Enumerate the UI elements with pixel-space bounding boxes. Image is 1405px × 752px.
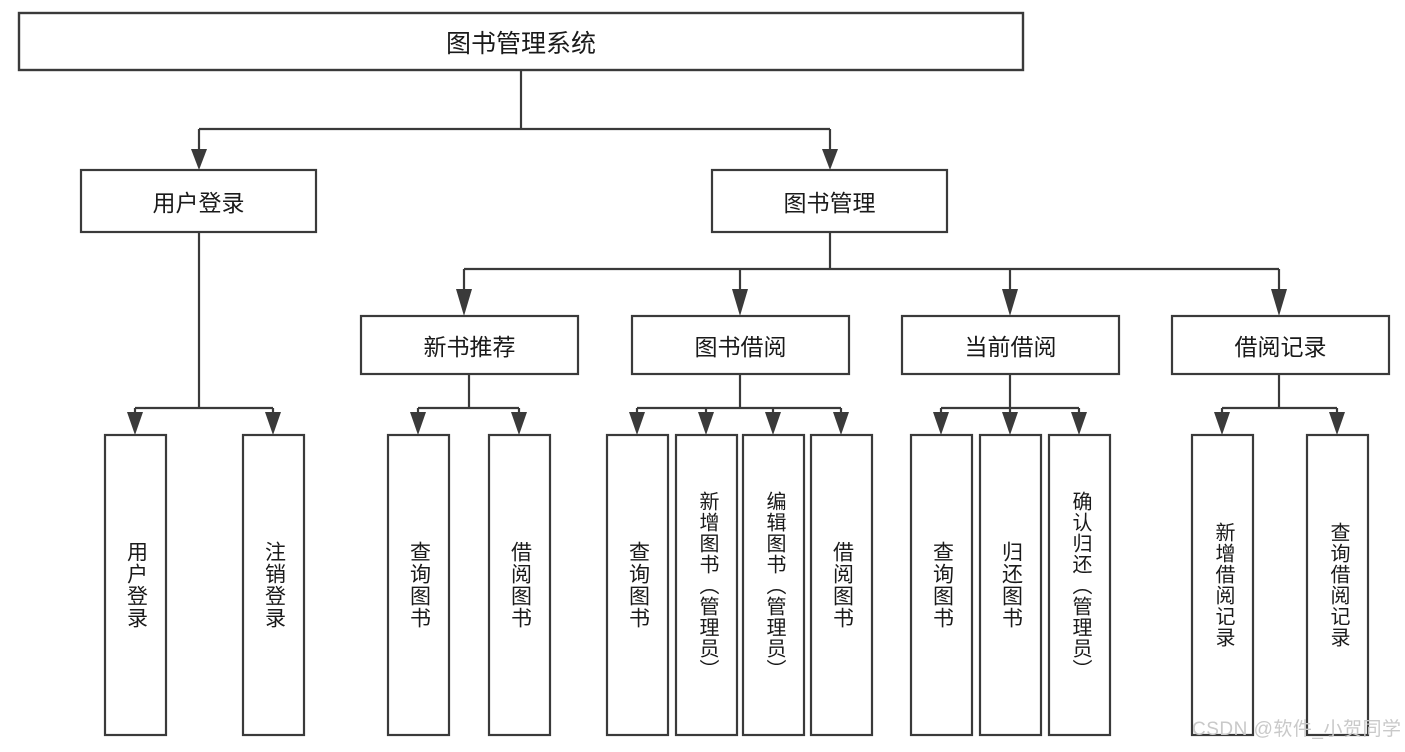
arrowhead-bb-borrow-book xyxy=(833,412,849,435)
node-book-management[interactable] xyxy=(710,168,949,234)
arrowhead-nb-query-book xyxy=(410,412,426,435)
leaf-bb-add-book[interactable] xyxy=(674,433,739,737)
leaf-bb-query-book[interactable] xyxy=(605,433,670,737)
arrowhead-cb-confirm-return xyxy=(1071,412,1087,435)
leaf-nb-query-book[interactable] xyxy=(386,433,451,737)
arrowhead-book-management xyxy=(822,149,838,170)
csdn-watermark: CSDN @软件_小贺同学 xyxy=(1192,719,1402,740)
leaf-nb-borrow-book[interactable] xyxy=(487,433,552,737)
arrowhead-bb-query-book xyxy=(629,412,645,435)
arrowhead-current-borrow xyxy=(1002,289,1018,316)
leaf-bb-borrow-book[interactable] xyxy=(809,433,874,737)
leaf-user-login[interactable] xyxy=(103,433,168,737)
leaf-cb-return-book[interactable] xyxy=(978,433,1043,737)
node-borrow-records[interactable] xyxy=(1170,314,1391,376)
arrowhead-book-borrow xyxy=(732,289,748,316)
arrowhead-cb-query-book xyxy=(933,412,949,435)
arrowhead-bb-edit-book xyxy=(765,412,781,435)
leaf-cb-query-book[interactable] xyxy=(909,433,974,737)
arrowhead-user-login xyxy=(191,149,207,170)
arrowhead-cb-return-book xyxy=(1002,412,1018,435)
arrowhead-leaf-user-login xyxy=(127,412,143,435)
arrowhead-new-book-recommend xyxy=(456,289,472,316)
arrowhead-nb-borrow-book xyxy=(511,412,527,435)
leaf-cb-confirm-return[interactable] xyxy=(1047,433,1112,737)
leaf-bb-edit-book[interactable] xyxy=(741,433,806,737)
leaf-logout[interactable] xyxy=(241,433,306,737)
arrowhead-borrow-records xyxy=(1271,289,1287,316)
node-new-book-recommend[interactable] xyxy=(359,314,580,376)
leaf-br-query-record[interactable] xyxy=(1305,433,1370,737)
arrowhead-leaf-logout xyxy=(265,412,281,435)
node-root-book-management-system[interactable] xyxy=(17,11,1025,72)
arrowhead-br-add-record xyxy=(1214,412,1230,435)
arrowhead-br-query-record xyxy=(1329,412,1345,435)
node-user-login[interactable] xyxy=(79,168,318,234)
leaf-br-add-record[interactable] xyxy=(1190,433,1255,737)
node-current-borrow[interactable] xyxy=(900,314,1121,376)
node-book-borrow[interactable] xyxy=(630,314,851,376)
arrowhead-bb-add-book xyxy=(698,412,714,435)
